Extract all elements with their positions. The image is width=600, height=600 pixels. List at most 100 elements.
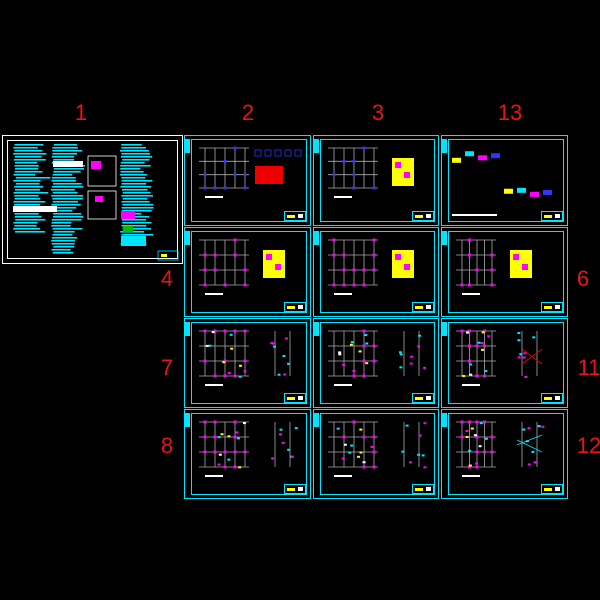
drawing-mark (468, 283, 471, 287)
drawing-mark (279, 428, 283, 431)
sheet-number-label: 7 (160, 355, 174, 380)
drawing-mark (120, 168, 141, 170)
drawing-mark (122, 159, 150, 161)
drawing-mark (478, 445, 482, 448)
sheet-plan7[interactable] (184, 318, 311, 408)
drawing-mark (203, 435, 207, 439)
drawing-mark (370, 445, 374, 448)
sheet-plan11[interactable] (441, 318, 568, 408)
drawing-mark (121, 225, 147, 227)
drawing-mark (229, 333, 233, 336)
drawing-mark (281, 441, 285, 444)
sheet-number-label: 4 (160, 266, 174, 291)
drawing-mark (14, 171, 43, 173)
sheet-drawing (199, 329, 291, 386)
drawing-mark (120, 174, 147, 176)
drawing-mark (417, 345, 421, 348)
sheet-plan8[interactable] (184, 409, 311, 499)
drawing-mark (223, 450, 227, 454)
drawing-mark (284, 149, 292, 157)
sheet-plan6[interactable] (441, 227, 568, 317)
drawing-line (521, 348, 543, 365)
binding-strip (185, 231, 190, 245)
drawing-mark (277, 373, 281, 376)
drawing-mark (452, 157, 461, 163)
drawing-mark (95, 196, 103, 202)
drawing-mark (480, 342, 484, 345)
drawing-mark (468, 449, 472, 452)
drawing-mark (220, 433, 224, 436)
drawing-mark (161, 254, 167, 257)
drawing-mark (121, 153, 151, 155)
sheet-drawing (456, 238, 532, 295)
drawing-mark (121, 234, 154, 236)
drawing-mark (468, 420, 471, 424)
drawing-mark (233, 329, 237, 333)
drawing-mark (203, 329, 207, 333)
drawing-mark (332, 283, 336, 287)
sheet-frame (191, 231, 307, 313)
sheet-details13[interactable] (441, 135, 568, 226)
drawing-mark (264, 149, 272, 157)
sheet-drawing (13, 144, 179, 261)
drawing-mark (51, 219, 82, 221)
drawing-mark (364, 334, 368, 337)
drawing-mark (255, 166, 283, 184)
sheet-plan9[interactable] (313, 409, 439, 499)
drawing-mark (121, 147, 146, 149)
drawing-mark (421, 454, 425, 457)
drawing-mark (372, 450, 376, 454)
drawing-mark (332, 173, 336, 177)
drawing-mark (475, 435, 479, 439)
drawing-mark (410, 355, 414, 358)
drawing-mark (343, 443, 347, 446)
drawing-mark (213, 253, 217, 257)
sheet-plan4[interactable] (184, 227, 311, 317)
drawing-mark (362, 374, 366, 378)
drawing-mark (121, 219, 147, 221)
drawing-mark (14, 144, 44, 146)
drawing-mark (13, 206, 57, 212)
drawing-mark (121, 201, 150, 203)
drawing-mark (14, 162, 38, 164)
title-block (412, 393, 434, 403)
drawing-mark (350, 444, 354, 447)
drawing-mark (362, 283, 366, 287)
drawing-mark (121, 195, 153, 197)
drawing-mark (121, 189, 148, 191)
drawing-mark (462, 375, 466, 378)
drawing-mark (51, 180, 76, 182)
drawing-mark (13, 192, 49, 194)
drawing-mark (342, 363, 346, 366)
drawing-mark (52, 150, 83, 152)
drawing-mark (254, 149, 262, 157)
sheet-frame (448, 322, 564, 404)
drawing-mark (491, 153, 500, 159)
sheet-frame (191, 413, 307, 495)
sheet-frame (320, 322, 435, 404)
sheet-number-label: 8 (160, 433, 174, 458)
drawing-mark (243, 268, 247, 272)
sheet-1-general-notes[interactable] (2, 135, 183, 264)
title-block (284, 393, 306, 403)
drawing-mark (349, 343, 353, 346)
binding-strip (314, 231, 319, 245)
sheet-plan5[interactable] (313, 227, 439, 317)
sheet-plan2[interactable] (184, 135, 311, 226)
drawing-mark (462, 475, 480, 477)
sheet-plan10[interactable] (313, 318, 439, 408)
binding-strip (314, 322, 319, 336)
sheet-plan12[interactable] (441, 409, 568, 499)
drawing-mark (341, 457, 345, 460)
drawing-mark (213, 374, 217, 378)
drawing-mark (222, 361, 226, 364)
drawing-mark (13, 159, 46, 161)
drawing-mark (14, 216, 42, 218)
drawing-mark (468, 253, 471, 257)
drawing-mark (405, 424, 409, 427)
sheet-plan3[interactable] (313, 135, 439, 226)
sheet-frame (448, 413, 564, 495)
drawing-mark (423, 366, 427, 369)
drawing-mark (468, 344, 471, 348)
binding-strip (442, 139, 447, 153)
